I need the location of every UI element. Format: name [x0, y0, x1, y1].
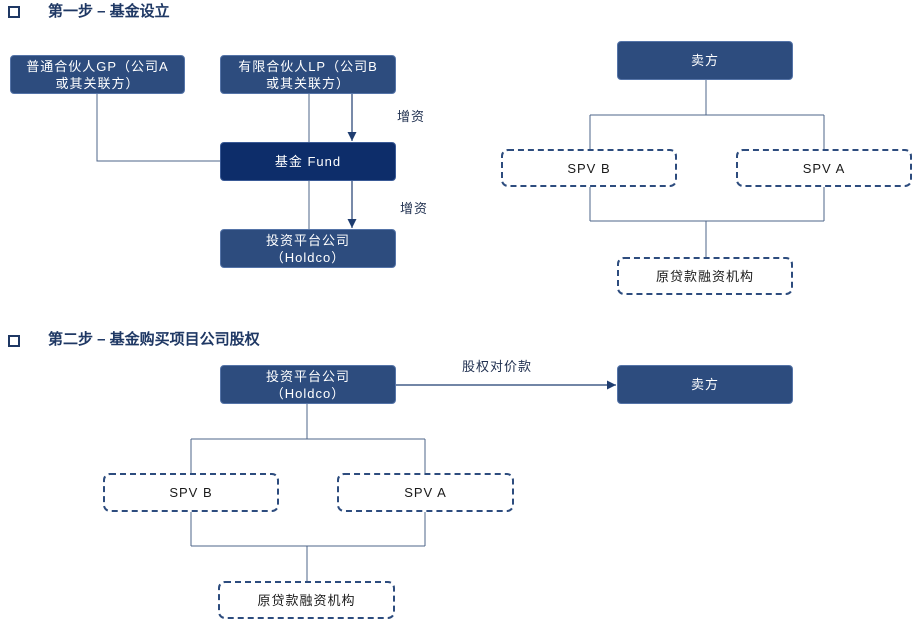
- spv-b-label: SPV B: [169, 485, 213, 500]
- seller-label: 卖方: [690, 53, 719, 68]
- holdco-label-line2: （Holdco）: [270, 385, 346, 401]
- square-outline-icon: [8, 335, 20, 347]
- fund-capital-increase-label: 增资: [400, 201, 429, 216]
- spv-a-label: SPV A: [802, 160, 846, 176]
- gp-label-line2: 或其关联方）: [55, 75, 140, 91]
- fund-box: 基金 Fund: [220, 142, 396, 181]
- gp-label-line1: 普通合伙人GP（公司A: [26, 58, 169, 74]
- gp-box: 普通合伙人GP（公司A 或其关联方）: [10, 55, 185, 94]
- lp-box: 有限合伙人LP（公司B 或其关联方）: [220, 55, 396, 94]
- holdco-label-line2: （Holdco）: [270, 249, 346, 265]
- step2-title: 第二步 – 基金购买项目公司股权: [48, 331, 260, 348]
- spv-b-box: SPV B: [501, 149, 677, 187]
- lp-label-line1: 有限合伙人LP（公司B: [238, 58, 378, 74]
- seller-label: 卖方: [690, 377, 719, 392]
- spv-a-box-step2: SPV A: [337, 473, 514, 512]
- holdco-box-step2: 投资平台公司 （Holdco）: [220, 365, 396, 404]
- original-lender-box: 原贷款融资机构: [617, 257, 793, 295]
- holdco-label-line1: 投资平台公司: [265, 368, 350, 384]
- square-outline-icon: [8, 6, 20, 18]
- spv-a-label: SPV A: [404, 485, 447, 500]
- connector-gp-to-fund: [96, 94, 220, 162]
- spv-b-box-step2: SPV B: [103, 473, 279, 512]
- seller-box-step2: 卖方: [617, 365, 793, 404]
- original-lender-label: 原贷款融资机构: [257, 592, 356, 608]
- step1-title: 第一步 – 基金设立: [48, 3, 170, 20]
- fund-label: 基金 Fund: [274, 154, 342, 169]
- seller-box: 卖方: [617, 41, 793, 80]
- equity-payment-label: 股权对价款: [462, 359, 533, 374]
- lp-label-line2: 或其关联方）: [265, 75, 350, 91]
- lp-capital-increase-label: 增资: [397, 109, 426, 124]
- original-lender-box-step2: 原贷款融资机构: [218, 581, 395, 619]
- spv-b-label: SPV B: [567, 160, 611, 176]
- holdco-box: 投资平台公司 （Holdco）: [220, 229, 396, 268]
- original-lender-label: 原贷款融资机构: [655, 268, 754, 284]
- holdco-label-line1: 投资平台公司: [265, 232, 350, 248]
- spv-a-box: SPV A: [736, 149, 912, 187]
